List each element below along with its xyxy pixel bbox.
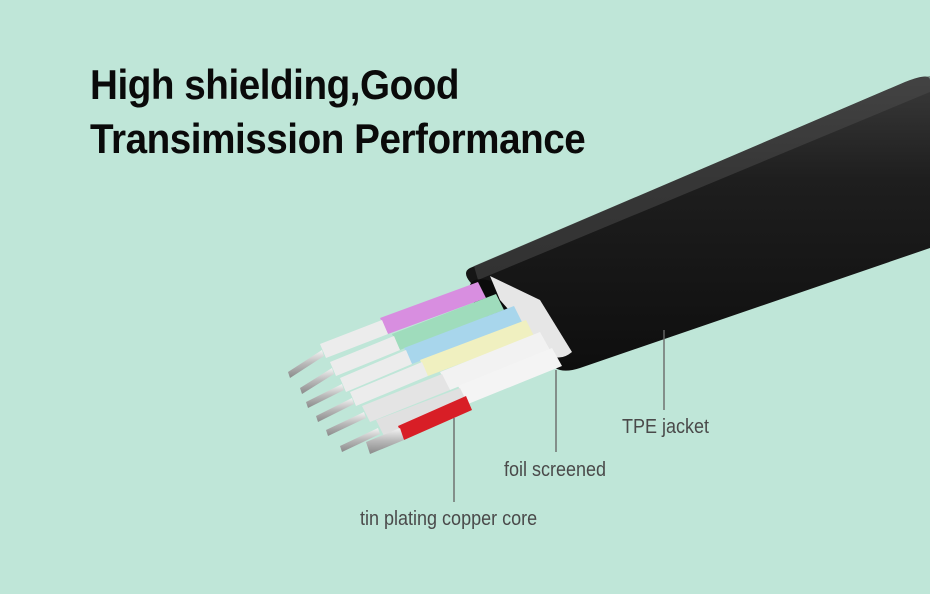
headline-line-1: High shielding,Good xyxy=(90,61,460,108)
leader-lines xyxy=(453,330,665,502)
tpe-jacket-label: TPE jacket xyxy=(622,416,710,438)
wire-yellow xyxy=(316,320,534,422)
headline: High shielding,Good Transimission Perfor… xyxy=(90,58,586,166)
wire-white xyxy=(326,332,550,436)
foil-screen xyxy=(490,276,572,358)
wires xyxy=(288,282,562,454)
wire-green xyxy=(300,294,504,394)
wire-red xyxy=(366,396,472,454)
foil-screened-label: foil screened xyxy=(504,459,607,481)
copper-core-label: tin plating copper core xyxy=(360,508,538,530)
wire-purple xyxy=(288,282,486,378)
wire-white-2 xyxy=(340,348,562,452)
wire-blue xyxy=(306,306,522,408)
headline-line-2: Transimission Performance xyxy=(90,115,586,162)
